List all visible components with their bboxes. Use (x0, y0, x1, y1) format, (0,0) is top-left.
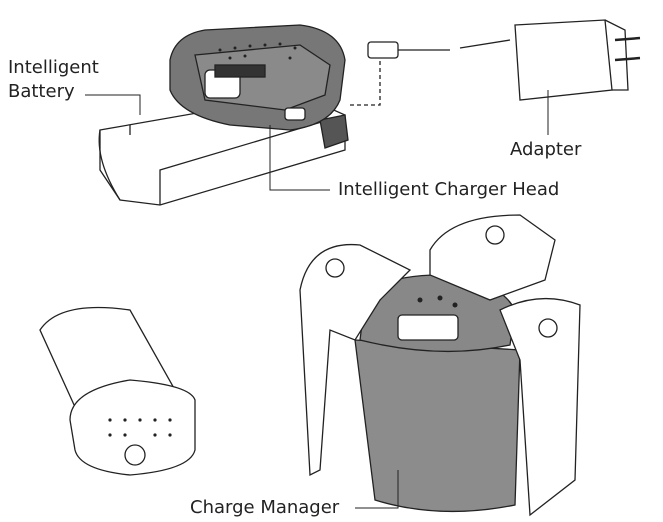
label-intelligent-charger-head: Intelligent Charger Head (338, 179, 560, 200)
label-intelligent-battery-line1: Intelligent (8, 57, 99, 78)
leader-lines (85, 90, 549, 509)
label-intelligent-battery-line2: Battery (8, 81, 75, 102)
charge-manager-drawing (299, 214, 581, 517)
label-charge-manager: Charge Manager (190, 497, 340, 518)
adapter-drawing (350, 19, 641, 106)
spare-battery-drawing (39, 306, 196, 476)
label-adapter: Adapter (510, 139, 582, 160)
charger-head-drawing (169, 24, 346, 131)
